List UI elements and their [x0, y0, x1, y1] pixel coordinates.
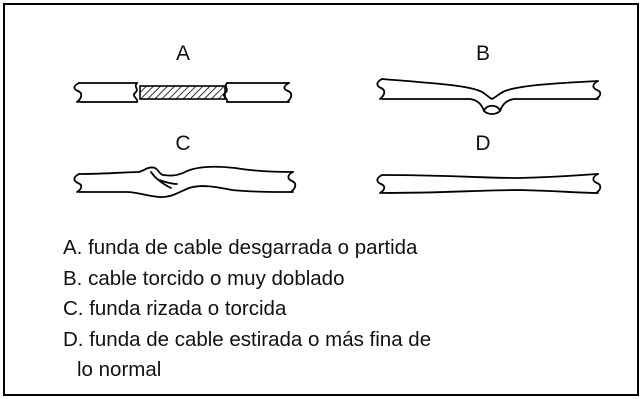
legend-item-b: B. cable torcido o muy doblado — [63, 266, 345, 290]
legend-item-a: A. funda de cable desgarrada o partida — [63, 236, 418, 259]
panel-label-b: B — [475, 42, 490, 65]
panel-label-d: D — [475, 132, 491, 155]
legend-item-c: C. funda rizada o torcida — [63, 297, 287, 320]
cable-a-torn-sheath-illustration — [73, 82, 293, 103]
legend-item-d: D. funda de cable estirada o más fina de — [63, 327, 432, 351]
cable-d-thinned-sheath-illustration — [376, 173, 602, 194]
panel-label-a: A — [175, 42, 190, 65]
panel-label-c: C — [175, 132, 191, 155]
legend-item-d-continuation: lo normal — [77, 358, 162, 381]
legend: A. funda de cable desgarrada o partida B… — [63, 233, 431, 386]
figure-frame: A B C D — [3, 3, 639, 396]
cable-b-kinked-illustration — [376, 78, 602, 115]
cable-c-rippled-sheath-illustration — [73, 165, 297, 198]
